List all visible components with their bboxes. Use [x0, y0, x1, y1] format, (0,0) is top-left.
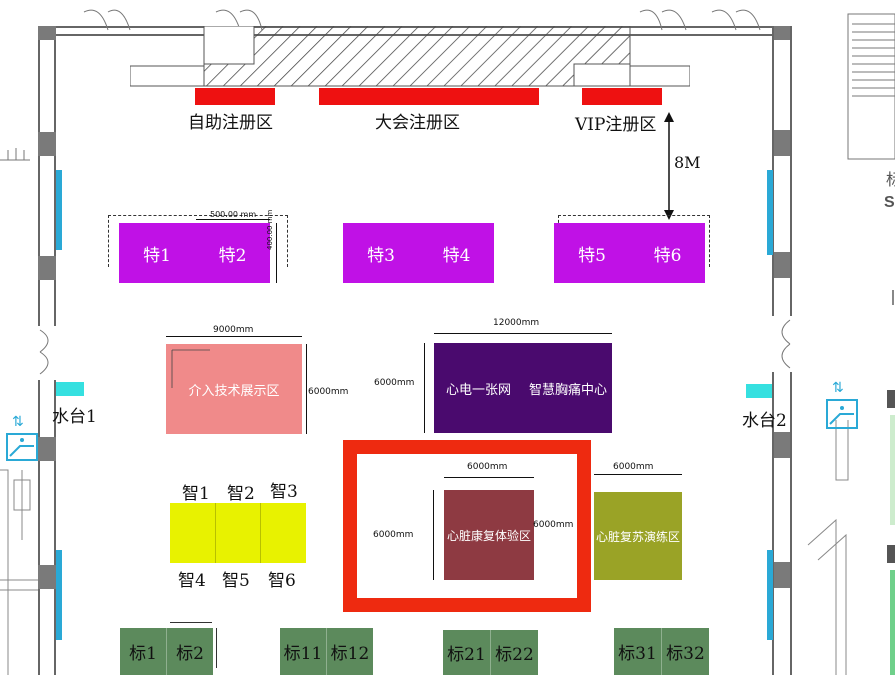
- smart-booth-label-4: 智4: [178, 571, 206, 591]
- left-wall-lower: [38, 380, 56, 675]
- special-booth-1[interactable]: 特1: [119, 223, 195, 283]
- cpr-width: 6000mm: [613, 462, 654, 472]
- self-registration-label: 自助注册区: [188, 113, 273, 133]
- svg-text:S: S: [884, 194, 895, 211]
- dim-line: [434, 333, 612, 334]
- main-registration-bar: [319, 88, 539, 105]
- dim-line: [196, 219, 270, 220]
- smart-booth-label-3: 智3: [270, 482, 298, 502]
- water-table-1-label: 水台1: [52, 407, 97, 427]
- special-booth-5[interactable]: 特5: [554, 223, 630, 283]
- right-wall-lower: [772, 372, 792, 675]
- intervention-width: 9000mm: [213, 325, 254, 335]
- pillar: [38, 437, 56, 461]
- ecg-height: 6000mm: [374, 378, 415, 388]
- smart-booth-block-2[interactable]: [216, 503, 261, 563]
- svg-text:标: 标: [886, 171, 895, 189]
- intervention-label: 介入技术展示区: [188, 383, 280, 399]
- special-booth-4[interactable]: 特4: [419, 223, 494, 283]
- standard-booth-32[interactable]: 标32: [662, 628, 709, 675]
- dim-line: [433, 490, 434, 580]
- standard-booth-31[interactable]: 标31: [614, 628, 662, 675]
- ecg-width: 12000mm: [493, 318, 540, 328]
- heart-rehab-width: 6000mm: [467, 462, 508, 472]
- standard-booth-2[interactable]: 标2: [167, 628, 213, 675]
- smart-booth-label-2: 智2: [227, 484, 255, 504]
- dim-line: [594, 474, 682, 475]
- self-registration-bar: [195, 88, 275, 105]
- heart-rehab-height-left: 6000mm: [373, 530, 414, 540]
- intervention-inner-dims: [171, 349, 210, 388]
- special-dim-height: 400.00 mm: [266, 209, 274, 250]
- smart-booth-label-5: 智5: [222, 571, 250, 591]
- dim-line: [306, 344, 307, 434]
- standard-booth-22[interactable]: 标22: [491, 630, 538, 675]
- dim-line: [166, 336, 302, 337]
- registration-counter: [130, 26, 690, 87]
- dim-line: [444, 477, 534, 478]
- ecg-area[interactable]: 心电一张网 智慧胸痛中心: [434, 343, 612, 433]
- right-wall: [772, 26, 792, 316]
- pillar: [774, 26, 790, 40]
- escalator-icon: ⇅: [826, 378, 860, 430]
- dim-line: [424, 343, 425, 433]
- heart-rehab-height-right: 6000mm: [533, 520, 574, 530]
- pillar: [38, 565, 56, 589]
- left-wall: [38, 26, 56, 326]
- main-registration-label: 大会注册区: [375, 113, 460, 133]
- window: [56, 170, 62, 250]
- smart-booth-block-1[interactable]: [170, 503, 216, 563]
- pillar: [774, 130, 790, 156]
- pillar: [774, 562, 790, 588]
- cpr-area[interactable]: 心脏复苏演练区: [594, 492, 682, 580]
- ecg-label-left: 心电一张网: [446, 382, 512, 398]
- pillar: [38, 132, 56, 156]
- smart-booth-block-3[interactable]: [261, 503, 306, 563]
- svg-text:⇅: ⇅: [832, 380, 844, 396]
- smart-booth-label-1: 智1: [182, 484, 210, 504]
- smart-booth-label-6: 智6: [268, 571, 296, 591]
- dim-line: [170, 622, 212, 623]
- window: [767, 550, 773, 640]
- heart-rehab-area[interactable]: 心脏康复体验区: [444, 490, 534, 580]
- cpr-label: 心脏复苏演练区: [595, 529, 680, 544]
- vip-registration-bar: [582, 88, 662, 105]
- escalator-icon: ⇅: [6, 412, 38, 462]
- dim-line: [216, 628, 217, 668]
- special-dim-width: 500.00 mm: [210, 210, 257, 219]
- special-area-outline-left: [108, 215, 288, 267]
- water-table-1: [56, 382, 84, 396]
- heart-rehab-label: 心脏康复体验区: [446, 528, 531, 543]
- pillar: [38, 26, 56, 40]
- intervention-height: 6000mm: [308, 387, 349, 397]
- ecg-label-right: 智慧胸痛中心: [529, 382, 608, 398]
- special-booth-2[interactable]: 特2: [195, 223, 270, 283]
- window: [56, 550, 62, 640]
- standard-booth-11[interactable]: 标11: [280, 628, 327, 675]
- standard-booth-21[interactable]: 标21: [443, 630, 491, 675]
- pillar: [38, 256, 56, 280]
- special-booth-6[interactable]: 特6: [630, 223, 705, 283]
- special-booth-3[interactable]: 特3: [343, 223, 419, 283]
- intervention-area[interactable]: 介入技术展示区: [166, 344, 302, 434]
- vip-registration-label: VIP注册区: [575, 115, 657, 135]
- svg-text:⇅: ⇅: [12, 414, 24, 430]
- dim-line: [276, 223, 277, 283]
- pillar: [774, 432, 790, 458]
- standard-booth-12[interactable]: 标12: [327, 628, 373, 675]
- highlight-frame: [343, 440, 591, 612]
- water-table-2-label: 水台2: [742, 411, 787, 431]
- window: [767, 170, 773, 255]
- standard-booth-1[interactable]: 标1: [120, 628, 167, 675]
- distance-label: 8M: [674, 153, 701, 172]
- water-table-2: [746, 384, 772, 398]
- pillar: [774, 252, 790, 278]
